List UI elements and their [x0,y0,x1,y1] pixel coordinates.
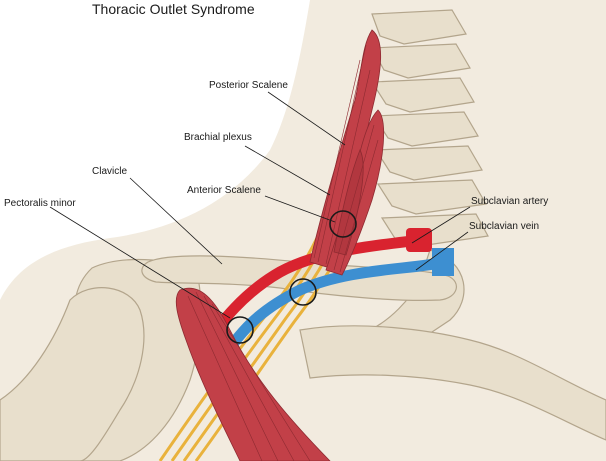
marker-costoclavicular [289,278,317,306]
cervical-spine [370,9,489,247]
label-clavicle: Clavicle [92,166,128,177]
compression-markers [226,210,357,344]
pectoralis-striations [187,291,311,461]
label-brachial-plexus: Brachial plexus [184,132,252,143]
artery-stub [406,228,432,252]
humerus [0,287,145,461]
label-anterior-scalene: Anterior Scalene [187,185,261,196]
vein-stub [432,248,454,276]
diagram-title: Thoracic Outlet Syndrome [92,1,255,17]
scalene-striations [313,44,379,273]
marker-subpectoral [226,316,254,344]
leader-lines [49,91,471,319]
subclavian-vein-vessel [210,256,447,373]
rib-lower [299,325,606,441]
label-posterior-scalene: Posterior Scalene [209,80,288,91]
clavicle-bone [141,255,457,301]
scalene-muscles [309,29,385,276]
label-subclavian-vein: Subclavian vein [469,221,540,232]
marker-interscalene [329,210,357,238]
label-pectoralis-minor: Pectoralis minor [4,198,76,209]
label-subclavian-artery: Subclavian artery [471,196,549,207]
